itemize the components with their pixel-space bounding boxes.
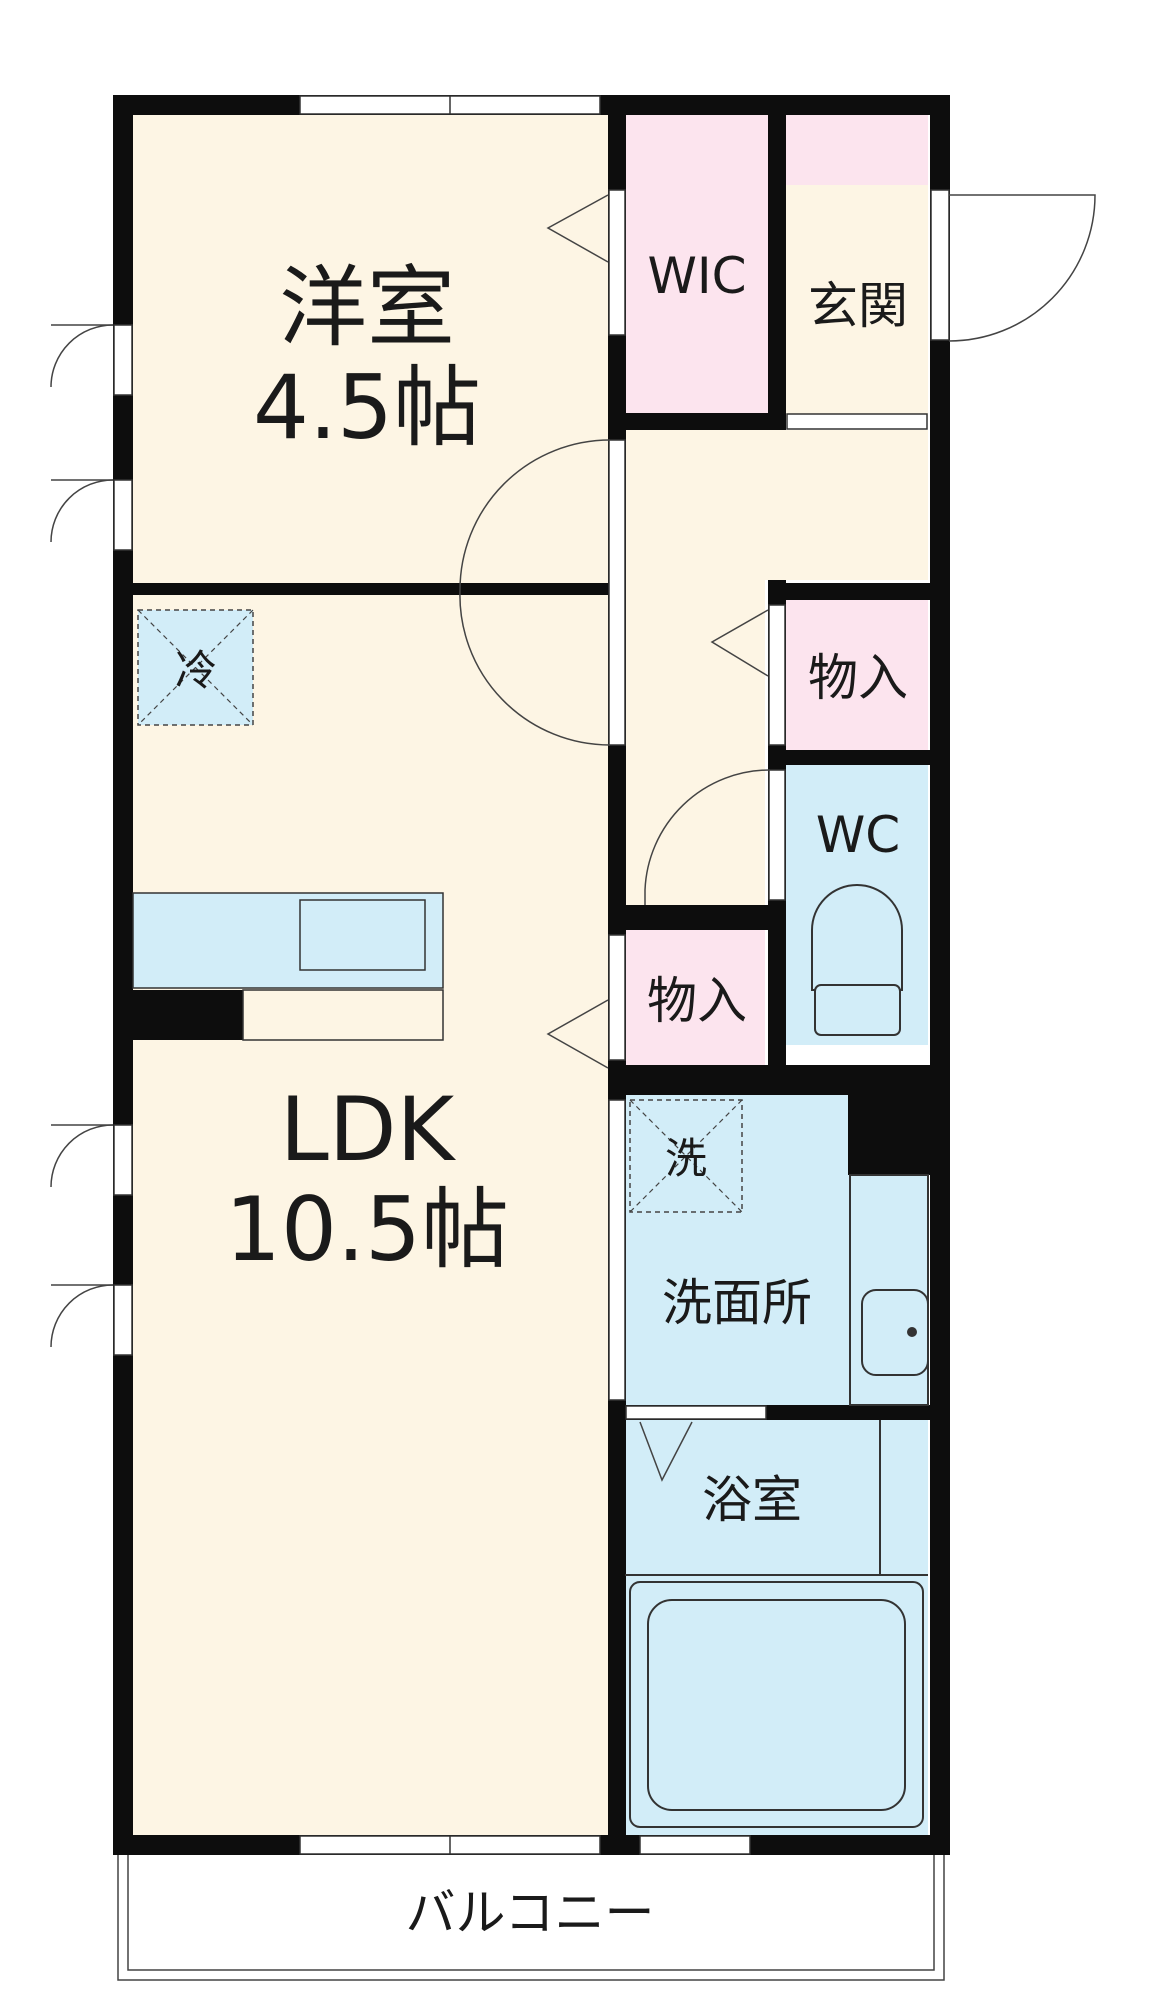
wc-door-swing (644, 769, 771, 905)
fridge-label: 冷 (175, 646, 217, 695)
entrance-floor (786, 185, 928, 420)
bath-door-chevron (639, 1421, 693, 1482)
entrance-door-swing (948, 194, 1096, 342)
ldk-size: 10.5帖 (225, 1178, 509, 1281)
door-swings (50, 194, 1096, 1482)
openings (113, 95, 950, 1855)
washer-label: 洗 (665, 1134, 707, 1183)
hallway-floor-lower (625, 580, 765, 905)
bathtub (625, 1420, 928, 1828)
storage-lower-door-chevron (546, 999, 609, 1069)
wic-floor (625, 115, 768, 415)
toilet (811, 884, 903, 1036)
hallway-floor (625, 430, 928, 580)
storage-upper-label: 物入 (808, 649, 908, 707)
wic-label: WIC (647, 247, 746, 305)
balcony (117, 1855, 945, 1981)
ldk-floor (130, 595, 610, 1835)
wic-door-chevron (546, 194, 609, 263)
washer-space (629, 1099, 743, 1213)
washroom-label: 洗面所 (662, 1274, 812, 1332)
washbasin (849, 1174, 929, 1406)
kitchen-counter (132, 892, 444, 1041)
fridge-space (137, 609, 254, 726)
entrance-step (786, 115, 928, 185)
storage-upper-door-chevron (710, 609, 769, 677)
bathroom-label: 浴室 (702, 1471, 802, 1529)
storage-upper-floor (786, 600, 928, 750)
bedroom-floor (130, 115, 610, 585)
wc-label: WC (816, 806, 900, 864)
ldk-name: LDK (280, 1078, 457, 1181)
bedroom-door-swing (459, 439, 611, 746)
bedroom-size: 4.5帖 (253, 356, 481, 459)
bedroom-name: 洋室 (279, 256, 455, 359)
entrance-label: 玄関 (808, 277, 908, 335)
balcony-label: バルコニー (406, 1884, 655, 1942)
storage-lower-floor (625, 930, 765, 1065)
storage-lower-label: 物入 (647, 972, 747, 1030)
